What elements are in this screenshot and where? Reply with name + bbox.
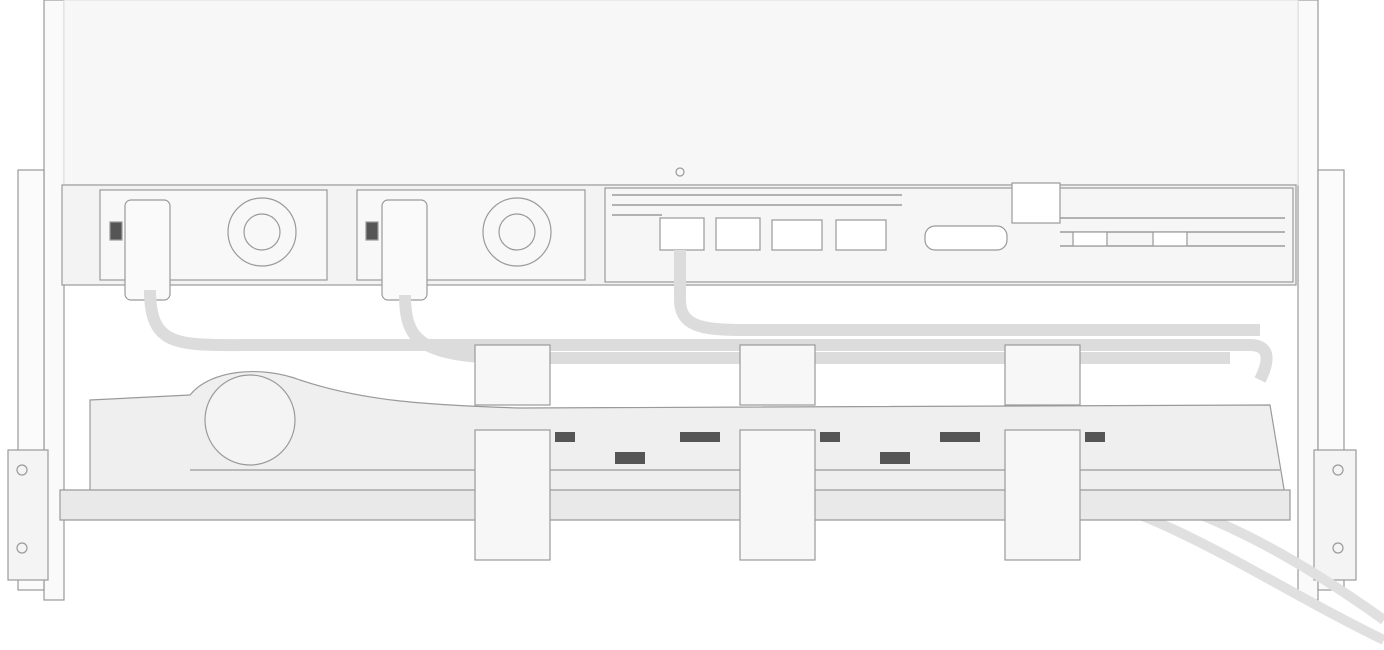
arm-hinge — [204, 374, 296, 466]
serial-port — [924, 225, 1008, 251]
usb-port-2 — [1152, 231, 1188, 247]
right-rack-rail — [1297, 0, 1357, 601]
arm-slots — [555, 432, 1105, 464]
server-chassis-top — [63, 0, 1299, 186]
vent-grid — [612, 194, 1285, 247]
ethernet-port-2 — [715, 217, 761, 251]
screw-icon — [675, 167, 685, 177]
cable-clip-3[interactable] — [1004, 344, 1081, 561]
ethernet-port-1 — [659, 217, 705, 251]
ethernet-port-4 — [835, 219, 887, 251]
pcie-slot-cover — [1011, 182, 1061, 224]
cable-clip-1[interactable] — [474, 344, 551, 561]
ethernet-port-3 — [771, 219, 823, 251]
cable-clip-2[interactable] — [739, 344, 816, 561]
power-supply-1 — [99, 189, 328, 301]
io-panel — [604, 182, 1294, 283]
cable-management-arm — [59, 371, 1291, 521]
power-supply-2 — [356, 189, 586, 301]
left-rack-rail — [7, 0, 65, 601]
usb-port-1 — [1072, 231, 1108, 247]
